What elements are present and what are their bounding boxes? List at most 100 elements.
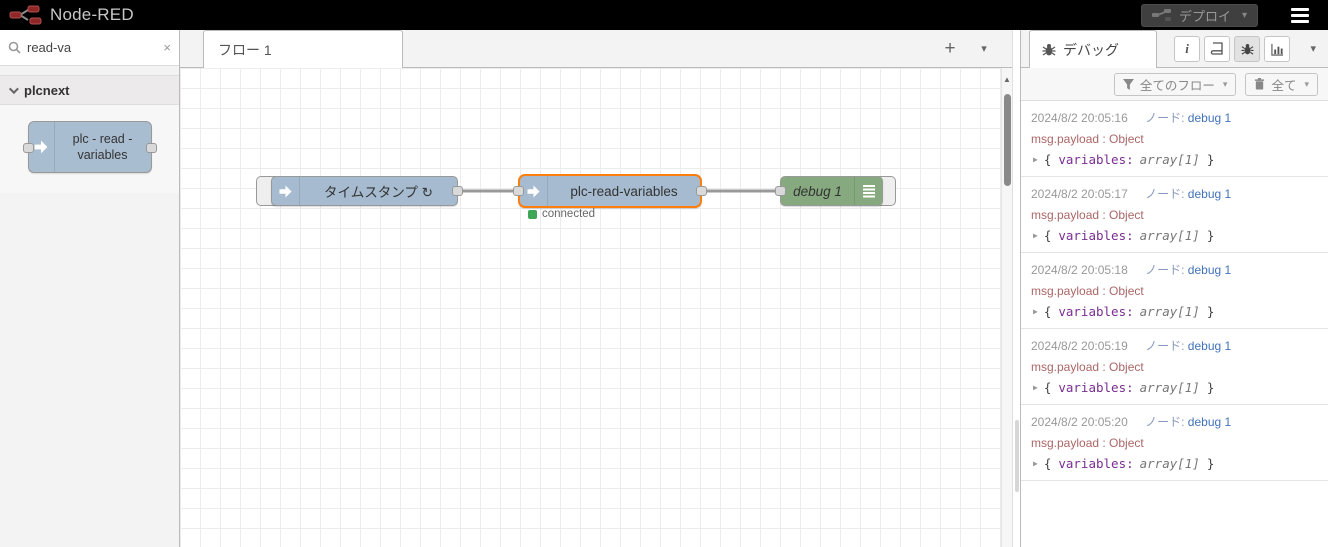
search-clear-icon[interactable]: × xyxy=(163,40,171,55)
message-timestamp: 2024/8/2 20:05:19 xyxy=(1031,339,1128,353)
payload-key: variables: xyxy=(1058,152,1134,167)
plc-node-label: plc-read-variables xyxy=(570,183,678,199)
debug-message: 2024/8/2 20:05:17 ノード: debug 1 msg.paylo… xyxy=(1021,177,1328,253)
caret-down-icon: ▾ xyxy=(1304,78,1309,89)
message-node-link[interactable]: debug 1 xyxy=(1187,339,1232,353)
debug-tab-label: デバッグ xyxy=(1063,41,1119,58)
message-timestamp: 2024/8/2 20:05:16 xyxy=(1031,111,1128,125)
sidebar-tabs-caret-icon[interactable]: ▾ xyxy=(1310,43,1316,55)
plc-read-variables-node[interactable]: plc-read-variables xyxy=(513,174,707,208)
message-payload[interactable]: ▶ { variables: array[1] } xyxy=(1033,456,1215,471)
debug-message: 2024/8/2 20:05:19 ノード: debug 1 msg.paylo… xyxy=(1021,329,1328,405)
search-icon xyxy=(8,41,21,54)
expand-caret-icon[interactable]: ▶ xyxy=(1033,155,1038,164)
debug-message-list[interactable]: 2024/8/2 20:05:16 ノード: debug 1 msg.paylo… xyxy=(1021,101,1328,547)
deploy-caret-icon[interactable]: ▾ xyxy=(1241,9,1247,21)
debug-toolbar: 全てのフロー ▾ 全て ▾ xyxy=(1021,68,1328,101)
message-property: msg.payload : Object xyxy=(1031,360,1144,374)
palette-search-box[interactable]: × xyxy=(0,30,179,66)
message-timestamp: 2024/8/2 20:05:18 xyxy=(1031,263,1128,277)
flow-tab-label: フロー 1 xyxy=(218,41,272,58)
separator-grip[interactable] xyxy=(1015,420,1019,492)
flow-list-caret-icon[interactable]: ▾ xyxy=(981,43,987,55)
palette-category-plcnext[interactable]: plcnext xyxy=(0,75,179,105)
message-node-link[interactable]: debug 1 xyxy=(1187,187,1232,201)
main-menu-button[interactable] xyxy=(1280,0,1320,30)
palette-search-input[interactable] xyxy=(27,40,158,55)
arrow-node-icon xyxy=(272,177,300,205)
sidebar-tabbar: デバッグ i xyxy=(1021,30,1328,68)
payload-type: array[1] xyxy=(1139,380,1200,395)
message-payload[interactable]: ▶ { variables: array[1] } xyxy=(1033,228,1215,243)
message-payload[interactable]: ▶ { variables: array[1] } xyxy=(1033,304,1215,319)
node-output-port[interactable] xyxy=(452,186,463,196)
bar-chart-icon xyxy=(1270,43,1284,56)
message-node-link[interactable]: debug 1 xyxy=(1187,263,1232,277)
message-node-link[interactable]: debug 1 xyxy=(1187,111,1232,125)
sidebar-separator[interactable] xyxy=(1012,30,1020,547)
node-input-port xyxy=(22,143,34,153)
tab-debug[interactable]: デバッグ xyxy=(1029,30,1157,68)
expand-caret-icon[interactable]: ▶ xyxy=(1033,307,1038,316)
wires xyxy=(458,189,780,193)
arrow-node-icon xyxy=(29,122,55,172)
debug-filter-button[interactable]: 全てのフロー ▾ xyxy=(1113,72,1237,96)
node-prefix: ノード: xyxy=(1145,263,1185,277)
scrollbar-thumb[interactable] xyxy=(1004,94,1011,186)
book-icon xyxy=(1210,42,1224,56)
debug-node[interactable]: debug 1 xyxy=(775,176,883,206)
palette-category-content: plc - read - variables xyxy=(0,105,179,193)
tab-debug-button[interactable] xyxy=(1234,36,1260,62)
deploy-button[interactable]: デプロイ ▾ xyxy=(1140,3,1258,27)
palette-node-plc-read-variables[interactable]: plc - read - variables xyxy=(22,121,157,173)
node-output-port[interactable] xyxy=(696,186,707,196)
plc-node-status: connected xyxy=(528,208,595,220)
scroll-up-arrow-icon[interactable]: ▲ xyxy=(1003,75,1011,84)
node-prefix: ノード: xyxy=(1145,339,1185,353)
message-property: msg.payload : Object xyxy=(1031,208,1144,222)
tab-info-button[interactable]: i xyxy=(1174,36,1200,62)
flow-canvas[interactable]: タイムスタンプ ↻ plc-read-variables connected xyxy=(180,68,1012,547)
message-payload[interactable]: ▶ { variables: array[1] } xyxy=(1033,152,1215,167)
payload-type: array[1] xyxy=(1139,228,1200,243)
debug-node-label: debug 1 xyxy=(793,183,842,199)
canvas-vertical-scrollbar[interactable]: ▲ xyxy=(1001,68,1012,547)
workspace: フロー 1 + ▾ タイムスタンプ ↻ xyxy=(180,30,1012,547)
node-prefix: ノード: xyxy=(1145,415,1185,429)
bug-icon xyxy=(1240,43,1254,56)
trash-icon xyxy=(1254,78,1265,90)
status-text: connected xyxy=(542,208,596,220)
palette-sidebar: × plcnext plc - read - variables xyxy=(0,30,180,547)
inject-node-timestamp[interactable]: タイムスタンプ ↻ xyxy=(271,176,463,206)
debug-clear-button[interactable]: 全て ▾ xyxy=(1245,72,1318,96)
tab-help-button[interactable] xyxy=(1204,36,1230,62)
payload-key: variables: xyxy=(1058,380,1134,395)
status-dot-icon xyxy=(528,209,537,219)
tab-dashboard-button[interactable] xyxy=(1264,36,1290,62)
palette-node-label: plc - read - variables xyxy=(72,132,133,162)
funnel-icon xyxy=(1122,78,1134,90)
expand-caret-icon[interactable]: ▶ xyxy=(1033,459,1038,468)
node-input-port[interactable] xyxy=(775,186,786,196)
debug-message: 2024/8/2 20:05:16 ノード: debug 1 msg.paylo… xyxy=(1021,101,1328,177)
bug-icon xyxy=(1042,43,1056,57)
node-red-logo-icon xyxy=(8,4,44,26)
tab-flow-1[interactable]: フロー 1 xyxy=(203,30,403,68)
deploy-icon xyxy=(1151,8,1172,22)
workspace-tabbar: フロー 1 + ▾ xyxy=(180,30,1012,68)
node-input-port[interactable] xyxy=(513,186,524,196)
payload-type: array[1] xyxy=(1139,152,1200,167)
deploy-label: デプロイ xyxy=(1178,8,1231,24)
message-payload[interactable]: ▶ { variables: array[1] } xyxy=(1033,380,1215,395)
message-timestamp: 2024/8/2 20:05:17 xyxy=(1031,187,1128,201)
add-flow-button[interactable]: + xyxy=(944,38,956,59)
debug-sidebar: デバッグ i xyxy=(1020,30,1328,547)
payload-type: array[1] xyxy=(1139,304,1200,319)
expand-caret-icon[interactable]: ▶ xyxy=(1033,231,1038,240)
expand-caret-icon[interactable]: ▶ xyxy=(1033,383,1038,392)
message-node-link[interactable]: debug 1 xyxy=(1187,415,1232,429)
arrow-node-icon xyxy=(520,176,548,206)
menu-icon xyxy=(1291,7,1309,11)
caret-down-icon: ▾ xyxy=(1222,78,1228,89)
